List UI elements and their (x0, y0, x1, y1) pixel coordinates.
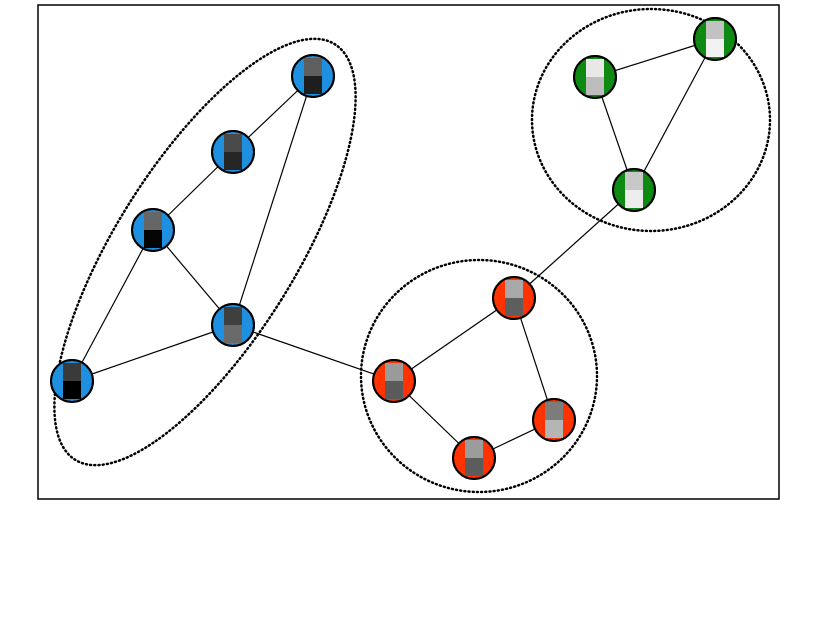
edge-r1-g3 (513, 189, 635, 299)
node-patch-bottom (545, 420, 563, 438)
node-outline (211, 130, 255, 174)
node-r4 (452, 436, 496, 480)
edge-b4-r2 (232, 324, 395, 382)
node-outline (372, 359, 416, 403)
edge-b4-b5 (71, 324, 234, 382)
node-patch-top (465, 440, 483, 458)
node-patch-bottom (144, 230, 162, 248)
node-r2 (372, 359, 416, 403)
node-patch-top (304, 58, 322, 76)
node-b2 (211, 130, 255, 174)
node-patch-top (385, 363, 403, 381)
node-patch-top (625, 172, 643, 190)
node-patch-bottom (224, 152, 242, 170)
node-patch-top (224, 134, 242, 152)
cluster-outlines (53, 7, 772, 494)
node-patch-top (545, 402, 563, 420)
node-patch-top (586, 59, 604, 77)
node-patch-top (706, 21, 724, 39)
edge-r1-r2 (393, 297, 515, 382)
node-outline (612, 168, 656, 212)
node-outline (131, 208, 175, 252)
node-r1 (492, 276, 536, 320)
node-r3 (532, 398, 576, 442)
node-patch-top (144, 212, 162, 230)
cluster-outline-green (530, 7, 772, 233)
node-outline (693, 17, 737, 61)
node-b4 (211, 303, 255, 347)
node-outline (492, 276, 536, 320)
edge-g2-g3 (633, 38, 716, 191)
node-patch-bottom (385, 381, 403, 399)
node-patch-top (63, 363, 81, 381)
node-b1 (291, 54, 335, 98)
node-patch-bottom (625, 190, 643, 208)
edge-b3-b5 (71, 229, 154, 382)
node-patch-bottom (465, 458, 483, 476)
node-outline (291, 54, 335, 98)
node-patch-bottom (304, 76, 322, 94)
cluster-outline-blue (53, 37, 357, 467)
node-patch-bottom (706, 39, 724, 57)
node-g3 (612, 168, 656, 212)
node-patch-top (224, 307, 242, 325)
node-outline (211, 303, 255, 347)
node-g1 (573, 55, 617, 99)
edge-b1-b4 (232, 75, 314, 326)
node-outline (452, 436, 496, 480)
node-patch-bottom (505, 298, 523, 316)
diagram-frame (37, 4, 780, 500)
node-g2 (693, 17, 737, 61)
cluster-outline-red (359, 258, 599, 494)
node-outline (50, 359, 94, 403)
node-patch-top (505, 280, 523, 298)
node-outline (532, 398, 576, 442)
node-patch-bottom (586, 77, 604, 95)
node-b3 (131, 208, 175, 252)
node-b5 (50, 359, 94, 403)
nodes (50, 17, 737, 480)
node-patch-bottom (63, 381, 81, 399)
node-patch-bottom (224, 325, 242, 343)
node-outline (573, 55, 617, 99)
